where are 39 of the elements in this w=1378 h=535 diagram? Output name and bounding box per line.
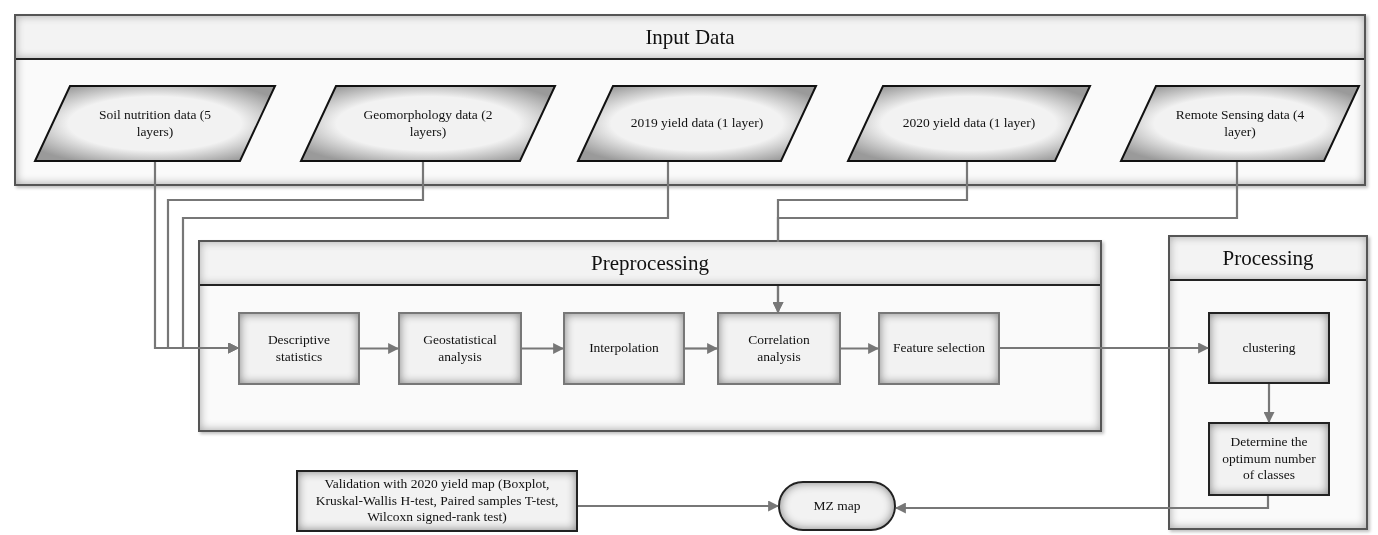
node-label: Determine the optimum number of classes xyxy=(1221,433,1317,485)
process-box xyxy=(238,312,360,385)
group-panel xyxy=(14,14,1366,186)
arrow xyxy=(522,343,565,354)
node-label: Soil nutrition data (5 layers) xyxy=(97,106,213,141)
group-header: Processing xyxy=(1170,237,1366,281)
node-label: Interpolation xyxy=(589,340,659,357)
process-box xyxy=(1208,312,1330,384)
arrow xyxy=(1000,342,1210,354)
process-box xyxy=(563,312,685,385)
arrow xyxy=(685,343,719,354)
node-label: clustering xyxy=(1242,339,1296,357)
arrow xyxy=(578,500,780,512)
node-label: Validation with 2020 yield map (Boxplot, Kruskal-Wallis H-test, Paired samples T-test, Wilcoxn signed-rank test) xyxy=(314,475,560,527)
node-label: Feature selection xyxy=(893,340,985,357)
group-header: Input Data xyxy=(16,16,1364,60)
process-box xyxy=(878,312,1000,385)
arrow xyxy=(360,343,400,354)
node-label: Geostatistical analysis xyxy=(422,331,498,366)
process-box xyxy=(1208,422,1330,496)
node-label: 2019 yield data (1 layer) xyxy=(630,115,764,132)
process-box xyxy=(398,312,522,385)
node-label: Geomorphology data (2 layers) xyxy=(362,106,494,141)
arrow xyxy=(841,343,880,354)
node-label: 2020 yield data (1 layer) xyxy=(902,115,1036,132)
group-panel xyxy=(198,240,1102,432)
process-box xyxy=(296,470,578,532)
arrow xyxy=(772,162,1239,314)
process-box xyxy=(717,312,841,385)
group-header: Preprocessing xyxy=(200,242,1100,286)
arrow xyxy=(181,162,670,354)
group-panel xyxy=(1168,235,1368,530)
node-label: Descriptive statistics xyxy=(266,331,332,366)
arrow xyxy=(894,496,1270,514)
node-label: MZ map xyxy=(813,497,861,515)
arrow xyxy=(1263,384,1275,424)
node-label: Remote Sensing data (4 layer) xyxy=(1174,106,1306,141)
node-label: Correlation analysis xyxy=(747,331,811,366)
terminal-shape xyxy=(778,481,896,531)
